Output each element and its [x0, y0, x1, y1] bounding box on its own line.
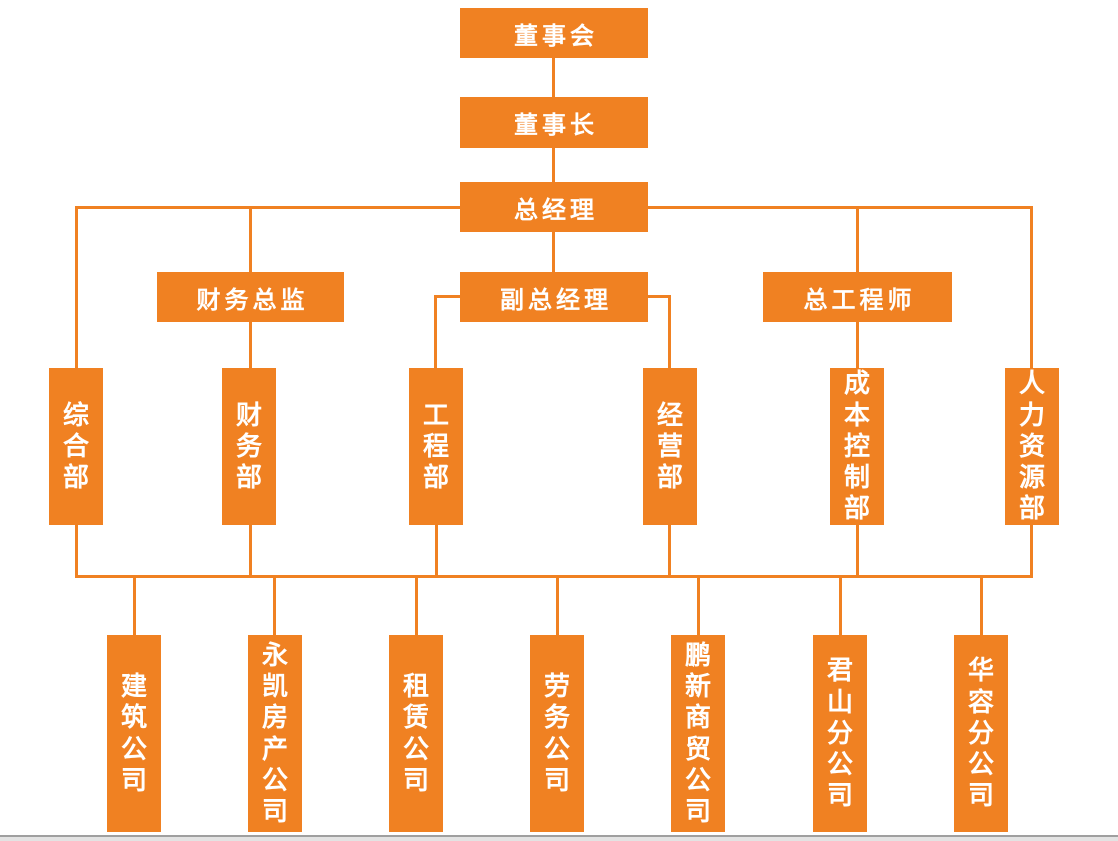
node-company-pengxin-trading: 鹏新商贸公司: [671, 635, 725, 832]
dept-cost-control-label: 成本控制部: [844, 368, 871, 524]
company-leasing-label: 租赁公司: [403, 671, 430, 795]
node-company-junshan-branch: 君山分公司: [813, 635, 867, 832]
dept-finance-label: 财务部: [236, 399, 263, 493]
connector-deputy-left-elbow-v: [434, 295, 437, 368]
dept-engineering-label: 工程部: [423, 399, 450, 493]
node-dept-finance: 财务部: [222, 368, 276, 525]
node-dept-general-office: 综合部: [49, 368, 103, 525]
node-dept-cost-control: 成本控制部: [830, 368, 884, 525]
node-chairman: 董事长: [460, 97, 648, 148]
company-pengxin-label: 鹏新商贸公司: [685, 639, 712, 826]
connector-deputy-right-elbow-h: [648, 295, 671, 298]
connector-ce-cost-dept: [856, 322, 859, 368]
connector-dept3-bus: [435, 525, 438, 578]
node-company-leasing: 租赁公司: [389, 635, 443, 832]
connector-dept1-bus: [75, 525, 78, 578]
connector-bus-company7: [980, 575, 983, 635]
connector-bus-company6: [839, 575, 842, 635]
node-company-labor-services: 劳务公司: [530, 635, 584, 832]
node-dept-operations: 经营部: [643, 368, 697, 525]
company-construction-label: 建筑公司: [121, 671, 148, 795]
connector-bus-horizontal: [75, 575, 1033, 578]
node-chief-engineer: 总工程师: [763, 272, 952, 322]
dept-human-resources-label: 人力资源部: [1019, 368, 1046, 524]
company-yongkai-label: 永凯房产公司: [262, 639, 289, 826]
connector-dept4-bus: [668, 525, 671, 578]
node-chairman-label: 董事长: [514, 112, 598, 139]
node-company-yongkai-real-estate: 永凯房产公司: [248, 635, 302, 832]
page-bottom-edge: [0, 835, 1118, 841]
node-dept-human-resources: 人力资源部: [1005, 368, 1059, 525]
node-company-construction: 建筑公司: [107, 635, 161, 832]
connector-chairman-gm: [552, 148, 555, 182]
node-finance-director-label: 财务总监: [196, 286, 309, 314]
connector-bus-company3: [415, 575, 418, 635]
node-deputy-gm-label: 副总经理: [500, 286, 612, 314]
dept-operations-label: 经营部: [657, 399, 684, 493]
node-company-huarong-branch: 华容分公司: [954, 635, 1008, 832]
node-deputy-general-manager: 副总经理: [460, 272, 648, 322]
node-finance-director: 财务总监: [157, 272, 344, 322]
connector-board-chairman: [552, 58, 555, 97]
connector-dept6-bus: [1030, 525, 1033, 578]
connector-deputy-right-elbow-v: [668, 295, 671, 368]
connector-fd-finance-dept: [249, 322, 252, 368]
connector-bus-company5: [697, 575, 700, 635]
node-board-of-directors: 董事会: [460, 8, 648, 58]
connector-drop-general-office: [75, 206, 78, 368]
connector-bus-company2: [273, 575, 276, 635]
connector-drop-finance-director: [249, 206, 252, 272]
connector-bus-company4: [556, 575, 559, 635]
dept-general-office-label: 综合部: [63, 399, 90, 493]
node-board-label: 董事会: [514, 22, 598, 50]
node-chief-engineer-label: 总工程师: [803, 286, 916, 314]
node-gm-label: 总经理: [514, 196, 598, 224]
connector-gm-deputy: [552, 232, 555, 272]
connector-bus-company1: [133, 575, 136, 635]
connector-drop-hr-dept: [1030, 206, 1033, 368]
connector-drop-chief-engineer: [856, 206, 859, 272]
company-labor-label: 劳务公司: [544, 671, 571, 795]
connector-dept2-bus: [249, 525, 252, 578]
node-dept-engineering: 工程部: [409, 368, 463, 525]
connector-dept5-bus: [856, 525, 859, 578]
connector-deputy-left-elbow-h: [434, 295, 460, 298]
node-general-manager: 总经理: [460, 182, 648, 232]
company-junshan-label: 君山分公司: [827, 655, 854, 811]
company-huarong-label: 华容分公司: [968, 655, 995, 811]
